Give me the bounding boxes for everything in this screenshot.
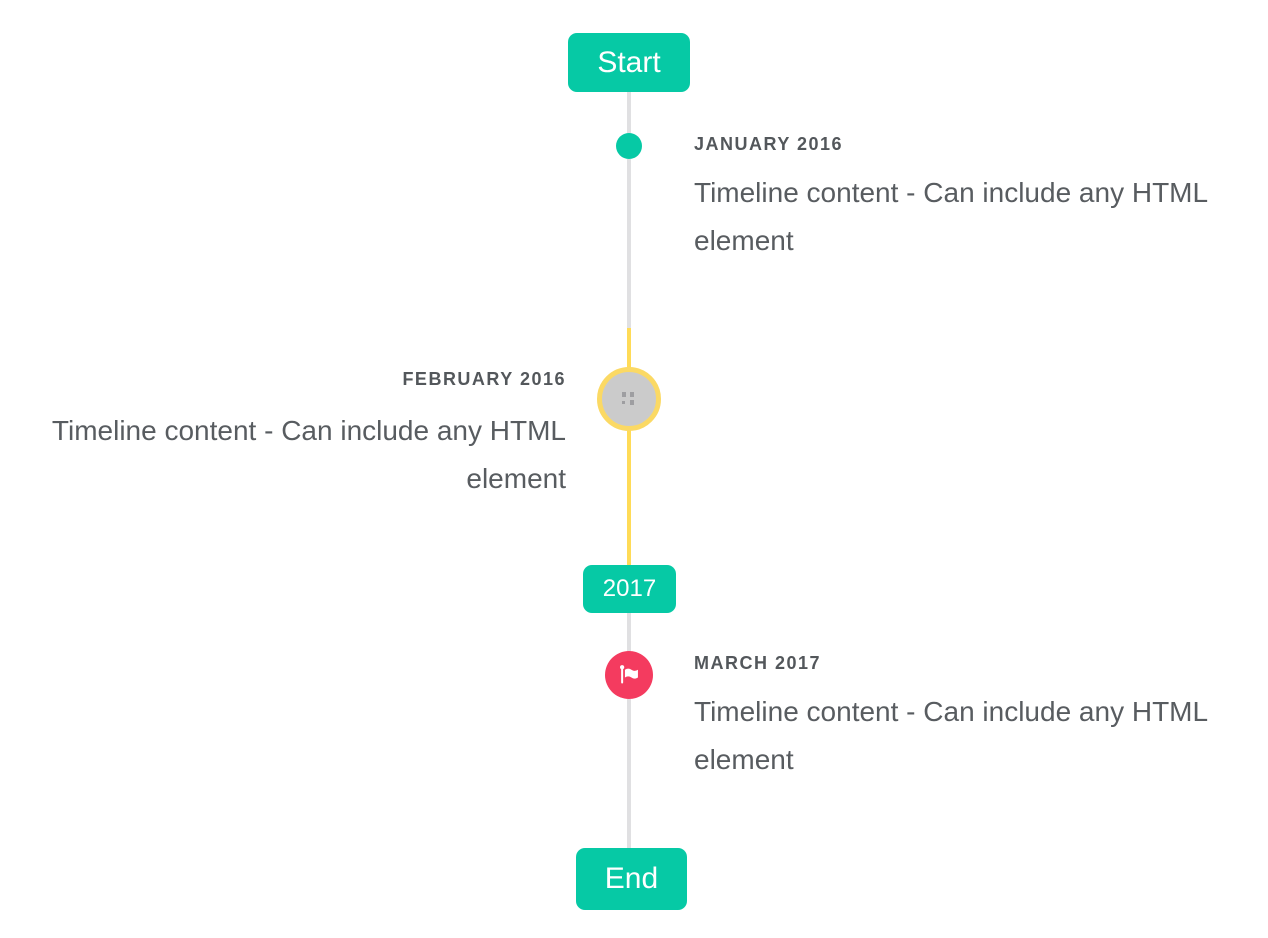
marker-gray-circle-february [597,367,661,431]
rail-segment-gray [627,613,631,652]
year-badge-2017[interactable]: 2017 [583,565,676,613]
timeline-item-title-january-2016: JANUARY 2016 [694,134,844,154]
rail-segment-gray [627,699,631,848]
start-badge[interactable]: Start [568,33,690,92]
timeline-item-content-march-2017: Timeline content - Can include any HTML … [694,696,1208,775]
marker-teal-dot-january [616,133,642,159]
timeline-item-content-january-2016: Timeline content - Can include any HTML … [694,177,1208,256]
broken-image-icon [621,391,637,407]
end-badge[interactable]: End [576,848,687,910]
timeline-item-content-february-2016: Timeline content - Can include any HTML … [51,415,566,494]
timeline-item-title-march-2017: MARCH 2017 [694,653,822,673]
rail-segment-yellow-highlight [627,430,631,565]
rail-segment-gray [627,92,631,134]
rail-segment-gray [627,159,631,330]
marker-red-circle-march [605,651,653,699]
flag-icon [620,665,638,684]
timeline-item-title-february-2016: FEBRUARY 2016 [402,369,566,389]
rail-segment-yellow-highlight [627,328,631,368]
